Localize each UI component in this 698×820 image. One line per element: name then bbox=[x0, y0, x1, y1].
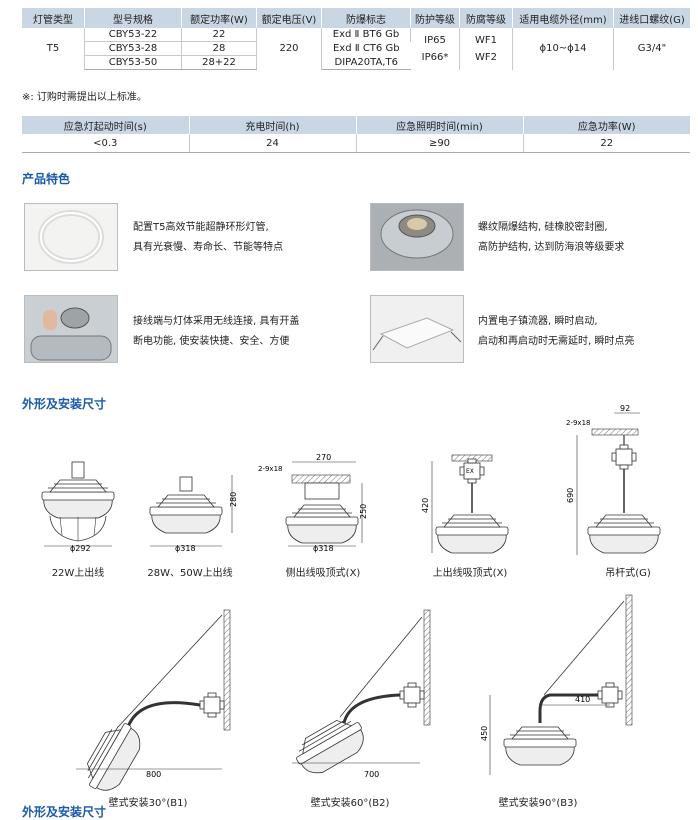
feature-text-4: 内置电子镇流器, 瞬时启动, 启动和再启动时无需延时, 瞬时点亮 bbox=[478, 316, 635, 347]
dim-label: 410 bbox=[575, 695, 590, 704]
dim-label: 92 bbox=[620, 405, 630, 413]
dim-label: 700 bbox=[364, 770, 379, 779]
dim-label: 2-9x18 bbox=[566, 419, 590, 427]
model-cell: CBY53-50 bbox=[84, 55, 182, 70]
cable-diameter-cell: ϕ10~ϕ14 bbox=[512, 28, 614, 70]
emergency-table: 应急灯起动时间(s) 充电时间(h) 应急照明时间(min) 应急功率(W) <… bbox=[22, 116, 690, 153]
model-cell: CBY53-22 bbox=[84, 28, 182, 42]
col-voltage: 额定电压(V) bbox=[256, 8, 322, 28]
col-explosion-mark: 防爆标志 bbox=[321, 8, 411, 28]
thread-structure-photo bbox=[370, 203, 464, 271]
feature-text-3: 接线端与灯体采用无线连接, 具有开盖 断电功能, 使安装快捷、安全、方便 bbox=[133, 316, 300, 347]
feature-text-1: 配置T5高效节能超静环形灯管, 具有光衰慢、寿命长、节能等特点 bbox=[133, 222, 283, 253]
protection-value: IP65 bbox=[424, 34, 446, 46]
anticorrosion-value: WF1 bbox=[474, 34, 497, 46]
dim-label: 2-9x18 bbox=[258, 465, 282, 473]
spec-table-header: 灯管类型 型号规格 额定功率(W) 额定电压(V) 防爆标志 防护等级 防腐等级… bbox=[22, 8, 690, 28]
order-note: ※: 订购时需提出以上标准。 bbox=[22, 92, 147, 103]
dim-label: ϕ318 bbox=[175, 544, 196, 553]
explosion-mark-cell: DIPA20TA,T6 bbox=[321, 55, 411, 70]
drawing-28w-50w-top-entry: ϕ318 280 bbox=[149, 475, 238, 553]
dim-label: 250 bbox=[359, 504, 368, 519]
dim-label: 450 bbox=[480, 726, 489, 741]
dimension-drawings: ϕ292 ϕ318 280 270 2-9x18 250 ϕ318 EX 420… bbox=[41, 405, 661, 799]
drawing-side-entry-ceiling: 270 2-9x18 250 ϕ318 bbox=[258, 453, 368, 553]
dimensions-title: 外形及安装尺寸 bbox=[22, 397, 107, 411]
thread-structure-icon bbox=[380, 209, 454, 259]
table-row: T5 CBY53-22 22 220 Exd Ⅱ BT6 Gb IP65 IP6… bbox=[22, 28, 690, 70]
dim-label: 800 bbox=[146, 770, 161, 779]
ring-tube-icon bbox=[38, 210, 104, 264]
drawing-wall-30: 800 bbox=[76, 609, 231, 799]
power-cell: 22 bbox=[181, 28, 257, 42]
charge-time-value: 24 bbox=[189, 134, 357, 153]
explosion-mark-cell: Exd Ⅱ BT6 Gb bbox=[321, 28, 411, 42]
spec-table: 灯管类型 型号规格 额定功率(W) 额定电压(V) 防爆标志 防护等级 防腐等级… bbox=[22, 8, 690, 70]
col-anticorrosion: 防腐等级 bbox=[459, 8, 513, 28]
voltage-cell: 220 bbox=[256, 28, 322, 70]
col-emergency-duration: 应急照明时间(min) bbox=[356, 116, 524, 134]
power-cell: 28+22 bbox=[181, 55, 257, 70]
ex-label: EX bbox=[466, 468, 474, 475]
ballast-icon bbox=[372, 317, 462, 351]
footer-section-title: 外形及安装尺寸 bbox=[22, 805, 107, 819]
col-tube-type: 灯管类型 bbox=[22, 8, 85, 28]
anticorrosion-cell: WF1 WF2 bbox=[459, 28, 513, 70]
anticorrosion-value: WF2 bbox=[474, 51, 497, 63]
start-time-value: <0.3 bbox=[22, 134, 190, 153]
dim-label: ϕ318 bbox=[313, 544, 334, 553]
caption-wall-30: 壁式安装30°(B1) bbox=[108, 798, 188, 809]
caption-22w: 22W上出线 bbox=[51, 568, 105, 579]
features-title: 产品特色 bbox=[22, 172, 71, 186]
dim-label: 690 bbox=[566, 488, 575, 503]
feature-text-2: 螺纹隔爆结构, 硅橡胶密封圈, 高防护结构, 达到防海浪等级要求 bbox=[478, 222, 625, 253]
explosion-mark-cell: Exd Ⅱ CT6 Gb bbox=[332, 43, 400, 54]
caption-wall-90: 壁式安装90°(B3) bbox=[498, 798, 578, 809]
table-row: <0.3 24 ≥90 22 bbox=[22, 134, 690, 153]
model-cell: CBY53-28 bbox=[84, 41, 182, 56]
dim-label: ϕ292 bbox=[70, 544, 91, 553]
col-thread: 进线口螺纹(G) bbox=[613, 8, 690, 28]
col-charge-time: 充电时间(h) bbox=[189, 116, 357, 134]
col-emergency-power: 应急功率(W) bbox=[523, 116, 690, 134]
caption-top-ceiling: 上出线吸顶式(X) bbox=[432, 568, 508, 579]
tube-type-cell: T5 bbox=[22, 28, 85, 70]
power-cell: 28 bbox=[181, 41, 257, 56]
protection-value: IP66* bbox=[421, 51, 449, 63]
col-cable-diameter: 适用电缆外径(mm) bbox=[512, 8, 614, 28]
table-row: CBY53-28 28 Exd Ⅱ CT6 Gb bbox=[22, 41, 690, 56]
caption-wall-60: 壁式安装60°(B2) bbox=[310, 798, 390, 809]
col-start-time: 应急灯起动时间(s) bbox=[22, 116, 190, 134]
dim-label: 270 bbox=[316, 453, 331, 462]
wiring-terminal-icon bbox=[30, 307, 112, 361]
drawing-wall-60: 700 bbox=[289, 609, 431, 781]
caption-28w-50w: 28W、50W上出线 bbox=[147, 568, 233, 579]
drawing-top-entry-ceiling: EX 420 bbox=[421, 454, 509, 554]
drawing-wall-90: 410 450 bbox=[480, 594, 633, 775]
col-power: 额定功率(W) bbox=[181, 8, 257, 28]
dim-label: 280 bbox=[229, 492, 238, 507]
emergency-power-value: 22 bbox=[523, 134, 690, 153]
emergency-header: 应急灯起动时间(s) 充电时间(h) 应急照明时间(min) 应急功率(W) bbox=[22, 116, 690, 134]
wiring-terminal-photo bbox=[24, 295, 118, 363]
drawing-22w-top-entry: ϕ292 bbox=[41, 461, 115, 553]
col-protection: 防护等级 bbox=[410, 8, 460, 28]
ballast-photo bbox=[370, 295, 464, 363]
protection-cell: IP65 IP66* bbox=[410, 28, 460, 70]
caption-side-ceiling: 侧出线吸顶式(X) bbox=[285, 568, 361, 579]
table-row: CBY53-50 28+22 DIPA20TA,T6 bbox=[22, 55, 690, 70]
col-model: 型号规格 bbox=[84, 8, 182, 28]
thread-cell: G3/4" bbox=[637, 43, 667, 55]
emergency-duration-value: ≥90 bbox=[356, 134, 524, 153]
caption-pendant: 吊杆式(G) bbox=[605, 568, 651, 579]
ring-tube-photo bbox=[24, 203, 118, 271]
dim-label: 420 bbox=[421, 498, 430, 513]
drawing-pendant-rod: 92 2-9x18 690 bbox=[566, 405, 661, 555]
